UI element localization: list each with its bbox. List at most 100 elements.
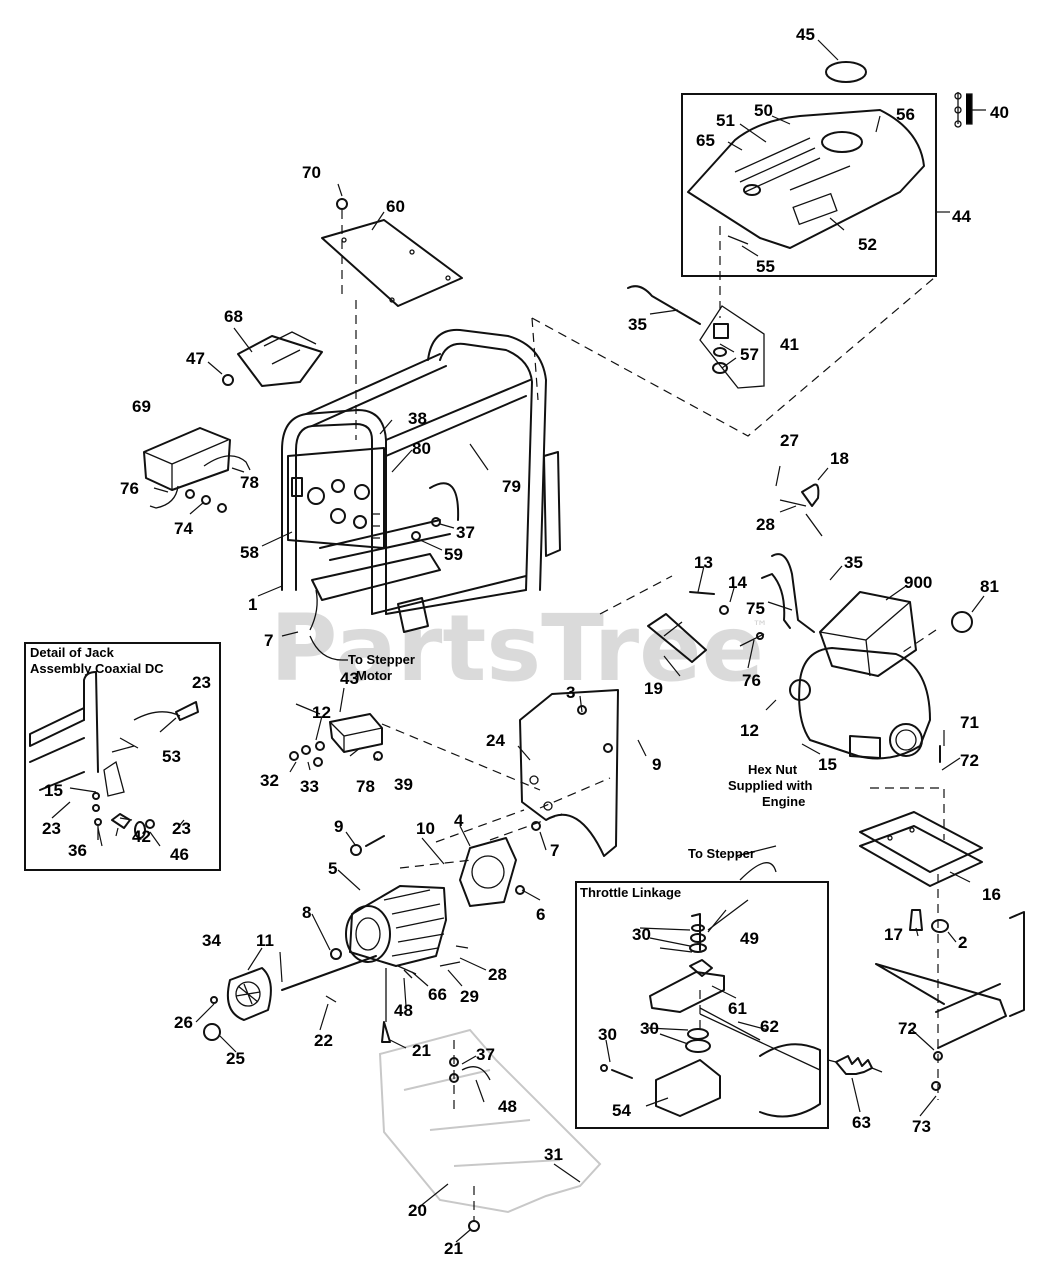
note-hex-nut-line1: Hex Nut — [748, 762, 798, 777]
callout-label: 53 — [162, 747, 181, 766]
bracket-18 — [801, 483, 820, 507]
callout-label: 2 — [958, 933, 967, 952]
callout-label: 60 — [386, 197, 405, 216]
callout-label: 72 — [960, 751, 979, 770]
leader-lines — [51, 39, 985, 1243]
callout-label: 22 — [314, 1031, 333, 1050]
callout-label: 41 — [780, 335, 799, 354]
note-hex-nut-line3: Engine — [762, 794, 805, 809]
callout-label: 39 — [394, 775, 413, 794]
callout-label: 56 — [896, 105, 915, 124]
base-frame — [859, 745, 1025, 1100]
callout-label: 36 — [68, 841, 87, 860]
callout-label: 13 — [694, 553, 713, 572]
jack-detail-title-line1: Detail of Jack — [30, 645, 115, 660]
callout-label: 12 — [312, 703, 331, 722]
callout-label: 74 — [174, 519, 193, 538]
callout-label: 4 — [454, 811, 464, 830]
callout-label: 28 — [756, 515, 775, 534]
fuel-valve — [627, 226, 765, 389]
callout-label: 61 — [728, 999, 747, 1018]
callout-label: 69 — [132, 397, 151, 416]
callout-label: 21 — [412, 1041, 431, 1060]
callout-label: 52 — [858, 235, 877, 254]
callout-label: 15 — [818, 755, 837, 774]
callout-label: 45 — [796, 25, 815, 44]
callout-label: 71 — [960, 713, 979, 732]
callout-label: 46 — [170, 845, 189, 864]
callout-label: 49 — [740, 929, 759, 948]
callout-label: 30 — [598, 1025, 617, 1044]
callout-label: 31 — [544, 1145, 563, 1164]
watermark: PartsTree — [270, 595, 764, 702]
callout-label: 3 — [566, 683, 575, 702]
callout-label: 79 — [502, 477, 521, 496]
callout-label: 5 — [328, 859, 337, 878]
callout-label: 7 — [550, 841, 559, 860]
callout-label: 70 — [302, 163, 321, 182]
callout-label: 10 — [416, 819, 435, 838]
callout-label: 9 — [334, 817, 343, 836]
callout-label: 55 — [756, 257, 775, 276]
callout-label: 76 — [120, 479, 139, 498]
callout-label: 38 — [408, 409, 427, 428]
callout-label: 34 — [202, 931, 221, 950]
panel-cover — [222, 198, 463, 440]
callout-label: 72 — [898, 1019, 917, 1038]
callout-label: 30 — [640, 1019, 659, 1038]
jack-detail-title-line2: Assembly Coaxial DC — [30, 661, 164, 676]
callout-label: 62 — [760, 1017, 779, 1036]
note-to-stepper: To Stepper — [688, 846, 755, 861]
note-to-stepper-motor-line1: To Stepper — [348, 652, 415, 667]
callout-label: 900 — [904, 573, 932, 592]
callout-label: 80 — [412, 439, 431, 458]
callout-label: 16 — [982, 885, 1001, 904]
callout-labels: 45 40 50 56 51 65 44 52 55 70 60 35 57 4… — [42, 25, 1009, 1258]
callout-label: 47 — [186, 349, 205, 368]
callout-label: 75 — [746, 599, 765, 618]
callout-label: 32 — [260, 771, 279, 790]
fuel-tank — [687, 109, 925, 249]
callout-label: 30 — [632, 925, 651, 944]
callout-label: 21 — [444, 1239, 463, 1258]
callout-label: 24 — [486, 731, 505, 750]
spring-63 — [827, 1055, 883, 1075]
throttle-linkage-inset: Throttle Linkage — [575, 845, 829, 1129]
callout-label: 48 — [498, 1097, 517, 1116]
callout-label: 65 — [696, 131, 715, 150]
callout-label: 57 — [740, 345, 759, 364]
callout-label: 42 — [132, 827, 151, 846]
callout-label: 26 — [174, 1013, 193, 1032]
cover-plate-60 — [321, 219, 463, 307]
shroud-24 — [489, 689, 619, 857]
callout-label: 6 — [536, 905, 545, 924]
callout-label: 20 — [408, 1201, 427, 1220]
callout-label: 35 — [844, 553, 863, 572]
callout-label: 66 — [428, 985, 447, 1004]
callout-label: 51 — [716, 111, 735, 130]
fuel-cap — [825, 61, 867, 83]
engine-900 — [761, 483, 973, 760]
box-68 — [237, 335, 323, 387]
callout-label: 11 — [256, 931, 274, 950]
callout-label: 18 — [830, 449, 849, 468]
fan-cover-34 — [226, 967, 272, 1021]
muffler-ghost — [378, 1028, 602, 1232]
callout-label: 73 — [912, 1117, 931, 1136]
callout-label: 23 — [192, 673, 211, 692]
watermark-trademark: ™ — [752, 617, 768, 636]
callout-label: 59 — [444, 545, 463, 564]
throttle-linkage-title: Throttle Linkage — [580, 885, 681, 900]
callout-label: 63 — [852, 1113, 871, 1132]
callout-label: 17 — [884, 925, 903, 944]
frame — [281, 277, 935, 661]
module-69 — [143, 427, 251, 513]
callout-label: 37 — [456, 523, 475, 542]
callout-label: 54 — [612, 1101, 631, 1120]
callout-label: 43 — [340, 669, 359, 688]
fuel-tank-assembly — [681, 61, 986, 277]
stepper-motor-43 — [289, 703, 541, 791]
callout-label: 78 — [356, 777, 375, 796]
callout-label: 9 — [652, 755, 661, 774]
bracket-19 — [599, 575, 765, 663]
